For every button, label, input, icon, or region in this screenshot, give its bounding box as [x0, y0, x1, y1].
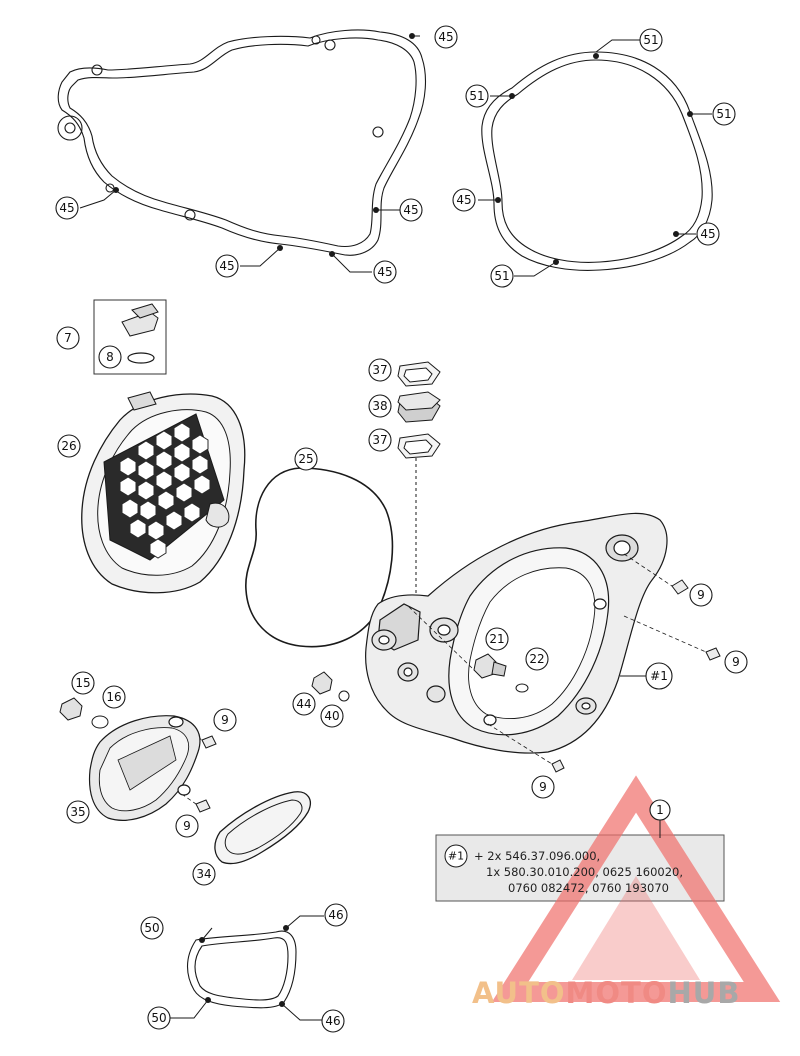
callout-46: 46	[328, 908, 343, 922]
callout-9: 9	[539, 780, 547, 794]
callout-50: 50	[151, 1011, 166, 1025]
gasket-34-inner	[224, 799, 303, 855]
callout-51: 51	[643, 33, 658, 47]
callout-40: 40	[324, 709, 339, 723]
callout-9: 9	[221, 713, 229, 727]
watermark-moto: MOTO	[566, 976, 668, 1010]
callout-37: 37	[372, 433, 387, 447]
callout-26: 26	[61, 439, 76, 453]
callout-51: 51	[469, 89, 484, 103]
callout-7: 7	[64, 331, 72, 345]
watermark-hub: HUB	[668, 976, 741, 1010]
gasket-34	[214, 791, 311, 865]
callout-44: 44	[296, 697, 311, 711]
callout-8: 8	[106, 350, 114, 364]
callout-50: 50	[144, 921, 159, 935]
leader-dots	[113, 33, 693, 1007]
note-line-1: + 2x 546.37.096.000,	[474, 849, 600, 863]
bolts-9	[195, 579, 721, 813]
callout-1: 1	[656, 803, 664, 817]
note-line-3: 0760 082472, 0760 193070	[508, 881, 669, 895]
plug-21-seal-22	[473, 653, 529, 693]
callout-45: 45	[438, 30, 453, 44]
callout-37: 37	[372, 363, 387, 377]
callout-25: 25	[298, 452, 313, 466]
callout-45: 45	[403, 203, 418, 217]
water-pump-cover-35	[88, 715, 201, 821]
gasket-46-50	[186, 930, 297, 1009]
callout-1-assembly: #1	[650, 669, 668, 683]
gasket-51-clutch	[481, 51, 713, 271]
callout-45: 45	[377, 265, 392, 279]
note-line-2: 1x 580.30.010.200, 0625 160020,	[486, 865, 683, 879]
callout-9: 9	[732, 655, 740, 669]
callout-51: 51	[716, 107, 731, 121]
callout-16: 16	[106, 690, 121, 704]
small-parts-15-16-44-40	[59, 671, 350, 729]
o-ring-25	[245, 467, 394, 648]
callout-45: 45	[456, 193, 471, 207]
callout-labels: 45 45 45 45 45 51 51 51 45 45 51 7 8 26 …	[59, 30, 739, 1028]
callout-21: 21	[489, 632, 504, 646]
note-tag: #1	[448, 850, 464, 863]
watermark-auto: AUTO	[472, 976, 566, 1010]
callout-35: 35	[70, 805, 85, 819]
gasket-45-crankcase	[57, 29, 426, 256]
callout-45: 45	[59, 201, 74, 215]
bolt-axis-lines	[169, 553, 707, 805]
ignition-cover-26	[81, 391, 246, 594]
callout-45: 45	[219, 259, 234, 273]
watermark-logo	[491, 775, 781, 1002]
clutch-cover-assembly	[365, 512, 668, 754]
plug-oring-box	[93, 299, 167, 375]
callout-22: 22	[529, 652, 544, 666]
watermark-text: AUTOMOTOHUB	[472, 976, 740, 1010]
callout-9: 9	[183, 819, 191, 833]
kit-note-text: #1 + 2x 546.37.096.000, 1x 580.30.010.20…	[444, 844, 683, 895]
callout-9: 9	[697, 588, 705, 602]
callout-45: 45	[700, 227, 715, 241]
callouts	[55, 25, 748, 1033]
callout-38: 38	[372, 399, 387, 413]
callout-34: 34	[196, 867, 211, 881]
callout-15: 15	[75, 676, 90, 690]
callout-46: 46	[325, 1014, 340, 1028]
callout-51: 51	[494, 269, 509, 283]
reed-seals-stack	[397, 361, 441, 600]
